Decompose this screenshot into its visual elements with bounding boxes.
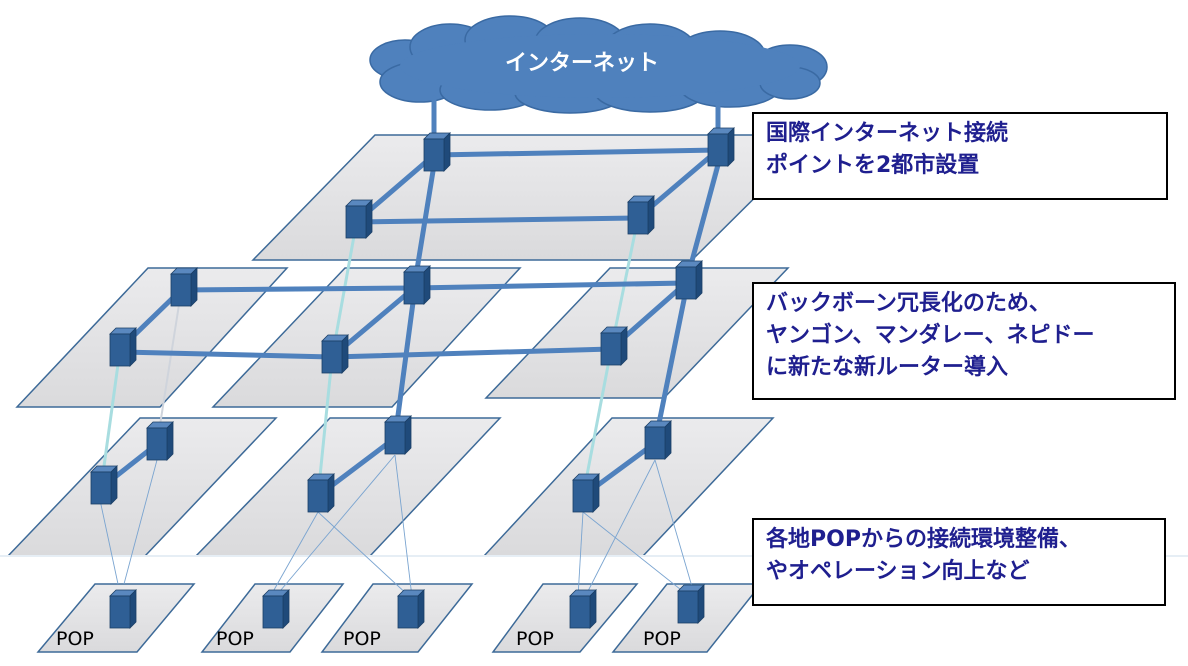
callout-pop-access: 各地POPからの接続環境整備、 やオペレーション向上など [752,518,1166,606]
callout-line: ヤンゴン、マンダレー、ネピドー [766,323,1095,348]
cloud-label: インターネット [505,51,659,76]
router-backbone-icon [675,260,703,300]
router-pop-icon [109,589,137,629]
callout-line: 国際インターネット接続 [766,121,1009,146]
pop-link [394,454,413,598]
pop-link [584,459,656,598]
backbone-link [329,346,614,360]
router-gateway-icon [707,127,735,167]
router-pop-icon [397,589,425,629]
plane-pop-4 [491,583,639,653]
router-gateway-icon [423,132,451,172]
router-regional-icon [572,473,600,513]
callout-backbone-redundancy: バックボーン冗長化のため、 ヤンゴン、マンダレー、ネピドー に新たな新ルーター導… [752,282,1176,400]
plane-pop-3 [320,583,474,653]
router-gateway-icon [345,199,373,239]
router-backbone-icon [321,334,349,374]
router-pop-icon [262,589,290,629]
pop-link [654,459,696,598]
router-regional-icon [644,420,672,460]
pop-link [99,499,119,585]
router-backbone-icon [170,267,198,307]
router-regional-icon [146,421,174,461]
backbone-link [117,349,335,360]
plane-regional-right [482,417,775,557]
pop-link [274,454,396,598]
regional-link-secondary [581,349,613,497]
callout-line: ポイントを2都市設置 [766,153,980,178]
router-regional-icon [307,473,335,513]
router-pop-icon [677,584,705,624]
pop-link [123,459,158,585]
plane-backbone-center [211,267,522,408]
pop-label: POP [56,628,94,650]
plane-backbone-left [15,267,289,408]
backbone-link [411,280,689,291]
backbone-to-regional-link [392,292,417,441]
pop-label: POP [516,628,554,650]
router-regional-icon [384,415,412,455]
gateway-link [353,215,641,225]
callout-line: バックボーン冗長化のため、 [766,291,1051,316]
pop-label: POP [643,628,681,650]
callout-line: 各地POPからの接続環境整備、 [766,527,1081,552]
pop-label: POP [216,628,254,650]
router-regional-icon [90,465,118,505]
regional-link-secondary [99,349,122,489]
regional-link-secondary [156,291,182,445]
pop-label: POP [343,628,381,650]
router-backbone-icon [600,326,628,366]
callout-international-gateway: 国際インターネット接続 ポイントを2都市設置 [752,112,1168,200]
router-backbone-icon [109,327,137,367]
pop-link [577,511,584,598]
backbone-to-regional-link [652,287,689,446]
callout-line: に新たな新ルーター導入 [766,355,1009,380]
router-backbone-icon [403,265,431,305]
backbone-link [178,285,417,293]
pop-link [269,511,319,598]
router-pop-icon [569,589,597,629]
internet-cloud [369,15,828,114]
regional-link-secondary [316,357,334,497]
router-gateway-icon [627,195,655,235]
pop-link [582,511,691,598]
gateway-link [431,147,721,158]
pop-link [317,511,411,598]
callout-line: やオペレーション向上など [766,559,1030,584]
